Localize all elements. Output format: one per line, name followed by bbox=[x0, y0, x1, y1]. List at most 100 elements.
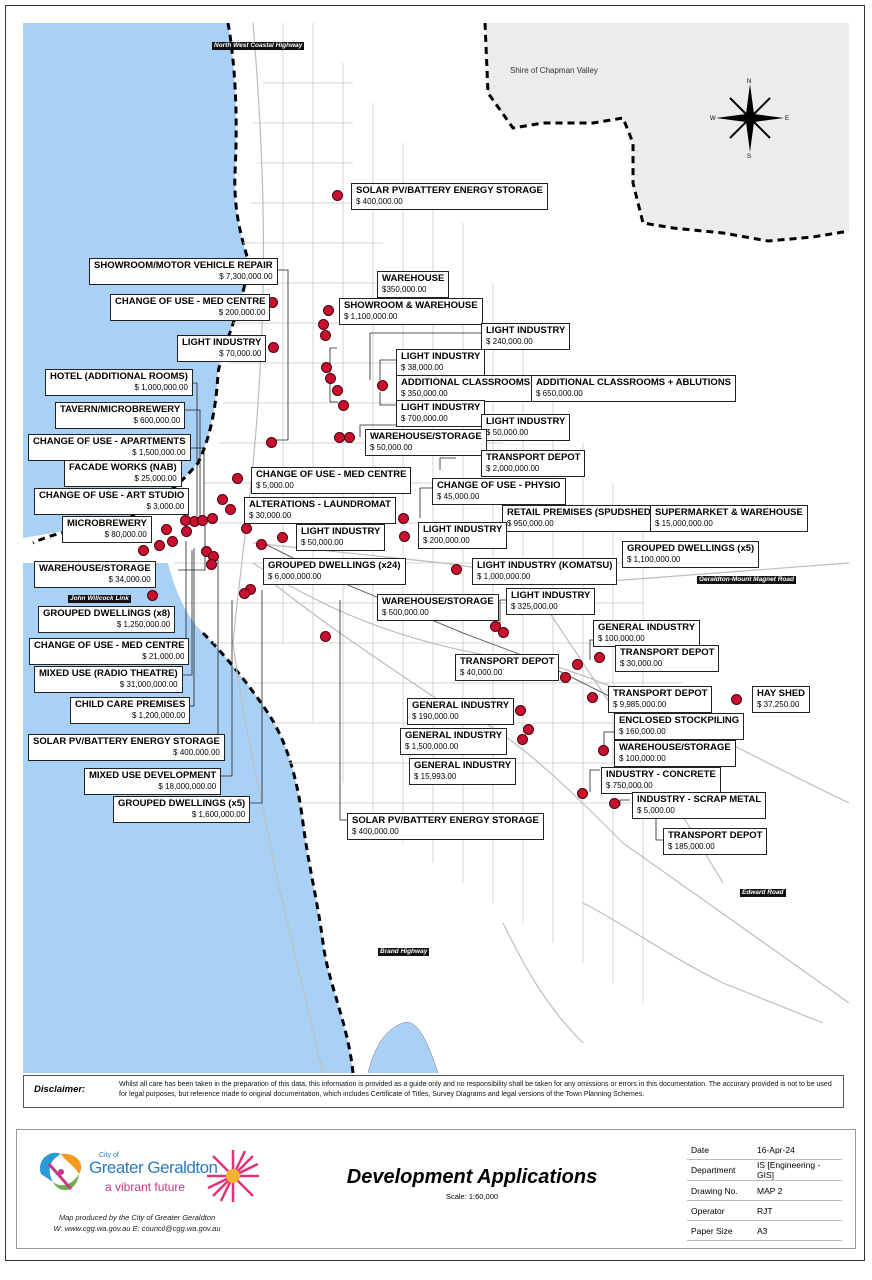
application-marker[interactable] bbox=[138, 545, 149, 556]
application-label[interactable]: GROUPED DWELLINGS (x8)$ 1,250,000.00 bbox=[38, 606, 176, 633]
application-marker[interactable] bbox=[256, 539, 267, 550]
application-label[interactable]: RETAIL PREMISES (SPUDSHED)$ 950,000.00 bbox=[502, 505, 659, 532]
application-label[interactable]: GROUPED DWELLINGS (x5)$ 1,100,000.00 bbox=[622, 541, 760, 568]
application-label[interactable]: GENERAL INDUSTRY$ 15,993.00 bbox=[409, 758, 517, 785]
application-marker[interactable] bbox=[344, 432, 355, 443]
application-label[interactable]: HOTEL (ADDITIONAL ROOMS)$ 1,000,000.00 bbox=[45, 369, 193, 396]
application-marker[interactable] bbox=[523, 724, 534, 735]
application-marker[interactable] bbox=[167, 536, 178, 547]
application-label[interactable]: TRANSPORT DEPOT$ 9,985,000.00 bbox=[608, 686, 713, 713]
application-label[interactable]: CHANGE OF USE - MED CENTRE$ 200,000.00 bbox=[110, 294, 271, 321]
application-label[interactable]: ADDITIONAL CLASSROOMS$ 350,000.00 bbox=[396, 375, 536, 402]
application-marker[interactable] bbox=[239, 588, 250, 599]
application-marker[interactable] bbox=[268, 342, 279, 353]
application-label[interactable]: TRANSPORT DEPOT$ 40,000.00 bbox=[455, 654, 560, 681]
application-marker[interactable] bbox=[598, 745, 609, 756]
application-label[interactable]: TAVERN/MICROBREWERY$ 600,000.00 bbox=[55, 402, 186, 429]
application-label[interactable]: ALTERATIONS - LAUNDROMAT$ 30,000.00 bbox=[244, 497, 396, 524]
application-label[interactable]: GENERAL INDUSTRY$ 100,000.00 bbox=[593, 620, 701, 647]
application-marker[interactable] bbox=[609, 798, 620, 809]
application-label[interactable]: GENERAL INDUSTRY$ 190,000.00 bbox=[407, 698, 515, 725]
application-label[interactable]: CHANGE OF USE - MED CENTRE$ 21,000.00 bbox=[29, 638, 190, 665]
application-label[interactable]: LIGHT INDUSTRY$ 200,000.00 bbox=[418, 522, 508, 549]
application-label[interactable]: CHANGE OF USE - APARTMENTS$ 1,500,000.00 bbox=[28, 434, 191, 461]
application-marker[interactable] bbox=[325, 373, 336, 384]
application-label[interactable]: GROUPED DWELLINGS (x5)$ 1,600,000.00 bbox=[113, 796, 251, 823]
application-label[interactable]: MIXED USE (RADIO THEATRE)$ 31,000,000.00 bbox=[34, 666, 183, 693]
application-label[interactable]: LIGHT INDUSTRY$ 325,000.00 bbox=[506, 588, 596, 615]
application-marker[interactable] bbox=[241, 523, 252, 534]
application-marker[interactable] bbox=[277, 532, 288, 543]
application-marker[interactable] bbox=[498, 627, 509, 638]
application-label[interactable]: WAREHOUSE$350,000.00 bbox=[377, 271, 450, 298]
application-marker[interactable] bbox=[207, 513, 218, 524]
application-marker[interactable] bbox=[594, 652, 605, 663]
application-label[interactable]: SOLAR PV/BATTERY ENERGY STORAGE$ 400,000… bbox=[351, 183, 548, 210]
application-label[interactable]: MIXED USE DEVELOPMENT$ 18,000,000.00 bbox=[84, 768, 222, 795]
application-marker[interactable] bbox=[154, 540, 165, 551]
application-marker[interactable] bbox=[490, 621, 501, 632]
application-label[interactable]: SUPERMARKET & WAREHOUSE$ 15,000,000.00 bbox=[650, 505, 808, 532]
application-label[interactable]: FACADE WORKS (NAB)$ 25,000.00 bbox=[64, 460, 182, 487]
application-label[interactable]: INDUSTRY - SCRAP METAL$ 5,000.00 bbox=[632, 792, 767, 819]
application-marker[interactable] bbox=[560, 672, 571, 683]
application-marker[interactable] bbox=[731, 694, 742, 705]
application-marker[interactable] bbox=[517, 734, 528, 745]
application-marker[interactable] bbox=[232, 473, 243, 484]
application-label[interactable]: CHILD CARE PREMISES$ 1,200,000.00 bbox=[70, 697, 191, 724]
application-label[interactable]: HAY SHED$ 37,250.00 bbox=[752, 686, 811, 713]
application-marker[interactable] bbox=[147, 590, 158, 601]
application-marker[interactable] bbox=[320, 631, 331, 642]
application-marker[interactable] bbox=[398, 513, 409, 524]
application-marker[interactable] bbox=[181, 526, 192, 537]
application-marker[interactable] bbox=[334, 432, 345, 443]
application-marker[interactable] bbox=[332, 190, 343, 201]
application-marker[interactable] bbox=[338, 400, 349, 411]
application-label[interactable]: WAREHOUSE/STORAGE$ 50,000.00 bbox=[365, 429, 487, 456]
application-label[interactable]: INDUSTRY - CONCRETE$ 750,000.00 bbox=[601, 767, 721, 794]
application-label[interactable]: LIGHT INDUSTRY$ 38,000.00 bbox=[396, 349, 486, 376]
application-marker[interactable] bbox=[318, 319, 329, 330]
application-marker[interactable] bbox=[587, 692, 598, 703]
application-label[interactable]: SHOWROOM/MOTOR VEHICLE REPAIR$ 7,300,000… bbox=[89, 258, 278, 285]
application-label[interactable]: LIGHT INDUSTRY$ 50,000.00 bbox=[481, 414, 571, 441]
application-label[interactable]: CHANGE OF USE - ART STUDIO$ 3,000.00 bbox=[34, 488, 190, 515]
application-marker[interactable] bbox=[323, 305, 334, 316]
application-label[interactable]: SHOWROOM & WAREHOUSE$ 1,100,000.00 bbox=[339, 298, 483, 325]
application-label[interactable]: MICROBREWERY$ 80,000.00 bbox=[62, 516, 152, 543]
application-label[interactable]: GROUPED DWELLINGS (x24)$ 6,000,000.00 bbox=[263, 558, 406, 585]
application-label[interactable]: WAREHOUSE/STORAGE$ 34,000.00 bbox=[34, 561, 156, 588]
application-marker[interactable] bbox=[161, 524, 172, 535]
application-marker[interactable] bbox=[515, 705, 526, 716]
application-label[interactable]: CHANGE OF USE - PHYSIO$ 45,000.00 bbox=[432, 478, 566, 505]
application-label[interactable]: TRANSPORT DEPOT$ 185,000.00 bbox=[663, 828, 768, 855]
application-marker[interactable] bbox=[399, 531, 410, 542]
application-label[interactable]: GENERAL INDUSTRY$ 1,500,000.00 bbox=[400, 728, 508, 755]
application-label[interactable]: LIGHT INDUSTRY$ 50,000.00 bbox=[296, 524, 386, 551]
application-marker[interactable] bbox=[332, 385, 343, 396]
application-label[interactable]: LIGHT INDUSTRY$ 240,000.00 bbox=[481, 323, 571, 350]
application-label[interactable]: TRANSPORT DEPOT$ 30,000.00 bbox=[615, 645, 720, 672]
application-label[interactable]: WAREHOUSE/STORAGE$ 500,000.00 bbox=[377, 594, 499, 621]
application-label[interactable]: SOLAR PV/BATTERY ENERGY STORAGE$ 400,000… bbox=[347, 813, 544, 840]
application-marker[interactable] bbox=[377, 380, 388, 391]
application-marker[interactable] bbox=[217, 494, 228, 505]
application-label[interactable]: LIGHT INDUSTRY$ 70,000.00 bbox=[177, 335, 267, 362]
application-label[interactable]: SOLAR PV/BATTERY ENERGY STORAGE$ 400,000… bbox=[28, 734, 225, 761]
application-label[interactable]: TRANSPORT DEPOT$ 2,000,000.00 bbox=[481, 450, 586, 477]
application-marker[interactable] bbox=[180, 515, 191, 526]
application-label[interactable]: CHANGE OF USE - MED CENTRE$ 5,000.00 bbox=[251, 467, 412, 494]
application-label[interactable]: WAREHOUSE/STORAGE$ 100,000.00 bbox=[614, 740, 736, 767]
application-marker[interactable] bbox=[320, 330, 331, 341]
application-marker[interactable] bbox=[321, 362, 332, 373]
application-label[interactable]: ADDITIONAL CLASSROOMS + ABLUTIONS$ 650,0… bbox=[531, 375, 737, 402]
application-label[interactable]: LIGHT INDUSTRY (KOMATSU)$ 1,000,000.00 bbox=[472, 558, 618, 585]
application-marker[interactable] bbox=[206, 559, 217, 570]
application-label[interactable]: ENCLOSED STOCKPILING$ 160,000.00 bbox=[614, 713, 745, 740]
application-marker[interactable] bbox=[572, 659, 583, 670]
application-marker[interactable] bbox=[266, 437, 277, 448]
application-marker[interactable] bbox=[451, 564, 462, 575]
application-label[interactable]: LIGHT INDUSTRY$ 700,000.00 bbox=[396, 400, 486, 427]
application-marker[interactable] bbox=[225, 504, 236, 515]
application-marker[interactable] bbox=[577, 788, 588, 799]
